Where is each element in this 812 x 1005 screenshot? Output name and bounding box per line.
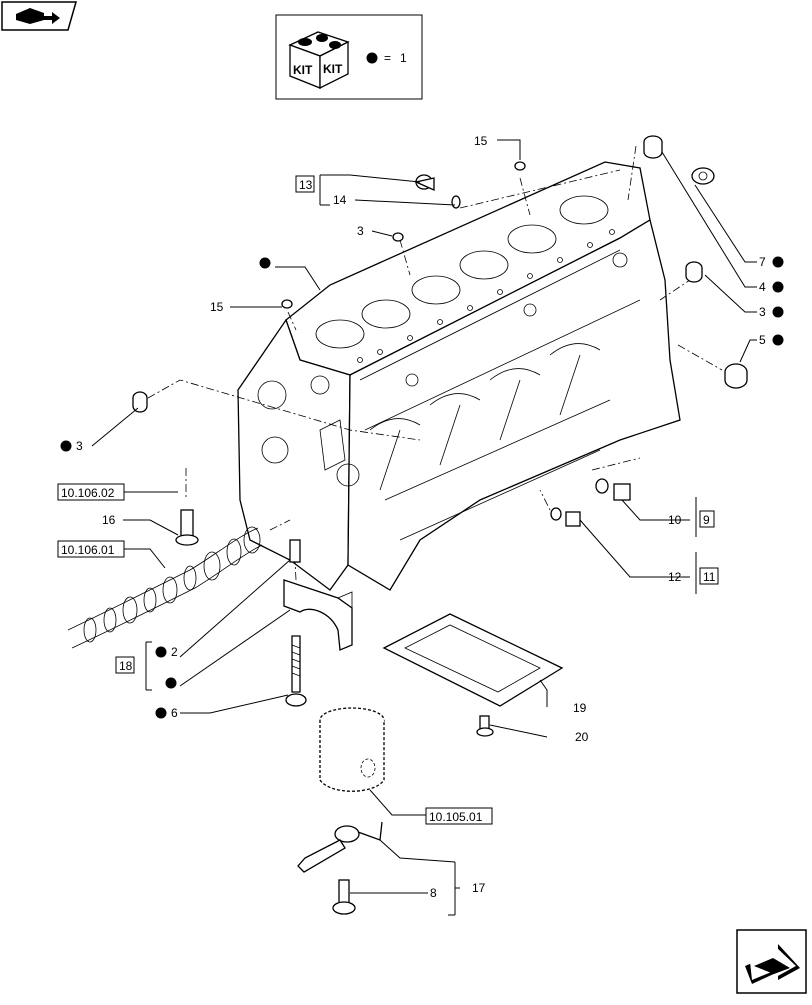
ref-10-106-02[interactable]: 10.106.02 (61, 486, 115, 500)
plug-3-top (392, 232, 404, 242)
callout-3-mid: 3 (357, 224, 364, 238)
ref-10-105-01-box[interactable] (425, 807, 493, 825)
ref-10-106-01-box[interactable] (57, 540, 125, 558)
callout-15-left: 15 (210, 300, 224, 314)
callout-3-right: 3 (759, 305, 766, 319)
callout-13-box (295, 175, 315, 193)
kit-dot-2 (155, 646, 167, 658)
callout-labels: 15 14 13 3 15 3 10.106.02 16 10.106.01 1… (57, 134, 784, 900)
piston (319, 707, 385, 792)
leader-lines (91, 139, 757, 916)
callout-18-box (115, 656, 135, 674)
kit-legend: KIT KIT = 1 (275, 14, 423, 100)
kit-equals: = (384, 51, 391, 65)
screw-20 (476, 715, 494, 737)
plug-11 (550, 507, 581, 527)
callout-8: 8 (430, 886, 437, 900)
bolt-8 (332, 879, 356, 915)
callout-17: 17 (472, 881, 486, 895)
engine-block (237, 161, 681, 591)
oil-jet (297, 821, 383, 873)
next-page-icon[interactable] (736, 929, 807, 994)
cylinder-bores (315, 195, 609, 349)
kit-dot-4 (772, 281, 784, 293)
oil-pan-gasket (382, 613, 564, 707)
kit-dot-3-left (60, 440, 72, 452)
dowel-2 (289, 539, 301, 563)
callout-11-box (699, 567, 719, 585)
kit-label-left: KIT (293, 63, 313, 77)
cup-plug-top-right (643, 135, 663, 159)
callout-10: 10 (668, 513, 682, 527)
kit-dot-marker (366, 52, 378, 64)
callout-16: 16 (102, 513, 116, 527)
callout-5: 5 (759, 333, 766, 347)
callout-11: 11 (703, 570, 716, 584)
cup-plug-left (132, 391, 148, 413)
cup-plug-mid-right (685, 261, 703, 283)
previous-page-icon[interactable] (1, 1, 77, 31)
kit-dot-7 (772, 256, 784, 268)
camshaft (67, 526, 263, 649)
callout-18: 18 (119, 659, 133, 673)
callout-4: 4 (759, 280, 766, 294)
callout-9-box (699, 510, 715, 528)
callout-12: 12 (668, 570, 682, 584)
callout-3-left: 3 (76, 439, 83, 453)
threaded-plug-right (691, 167, 715, 185)
kit-quantity: 1 (400, 51, 407, 65)
kit-dot-bearing-cap (165, 677, 177, 689)
callout-20: 20 (575, 730, 589, 744)
bearing-cap (283, 579, 353, 651)
ref-10-106-01[interactable]: 10.106.01 (61, 543, 115, 557)
kit-dot-block (259, 257, 271, 269)
cup-plug-lower-right (724, 363, 748, 389)
plug-15-left (281, 299, 293, 309)
callout-9: 9 (703, 513, 710, 527)
ref-10-105-01[interactable]: 10.105.01 (429, 810, 483, 824)
kit-label-right: KIT (323, 62, 343, 76)
callout-2: 2 (171, 645, 178, 659)
kit-dot-6 (155, 707, 167, 719)
bolt-6 (285, 635, 307, 707)
kit-dot-5 (772, 334, 784, 346)
callout-6: 6 (171, 706, 178, 720)
plug-15-top (514, 161, 526, 171)
callout-15-top: 15 (474, 134, 488, 148)
kit-box-icon: KIT KIT (288, 31, 350, 90)
callout-13: 13 (299, 178, 313, 192)
callout-7: 7 (759, 255, 766, 269)
plug-9 (595, 478, 631, 501)
ref-10-106-02-box[interactable] (57, 483, 125, 501)
callout-14: 14 (333, 193, 347, 207)
bolt-16 (175, 509, 199, 546)
callout-19: 19 (573, 701, 587, 715)
kit-dot-3-right (772, 306, 784, 318)
